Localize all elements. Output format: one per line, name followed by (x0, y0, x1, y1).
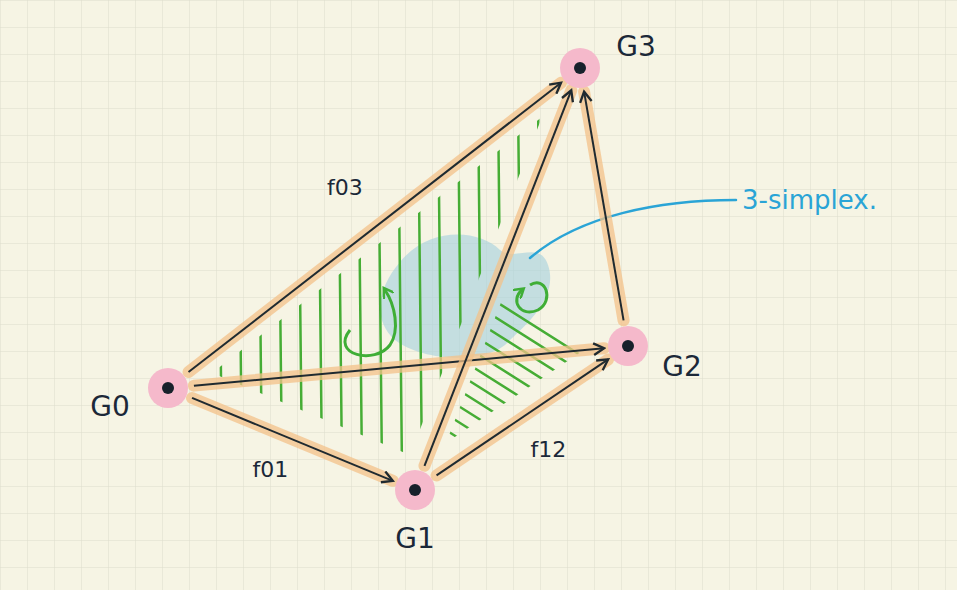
morphism-arrow (584, 92, 623, 321)
vertex-label: G0 (90, 390, 130, 423)
vertex-label: G2 (662, 350, 702, 383)
vertex-label: G1 (395, 522, 435, 555)
face-hatching (430, 260, 620, 590)
vertex-dot (162, 382, 174, 394)
orientation-arrow (517, 283, 547, 312)
orientation-arrow (345, 290, 395, 356)
morphism-arrow (189, 83, 562, 372)
vertex-circle: G2 (608, 326, 648, 366)
vertex-label: G3 (616, 30, 656, 63)
vertex-dot (409, 484, 421, 496)
vertex-dot (574, 62, 586, 74)
vertex-circle: G0 (148, 368, 188, 408)
vertex-dot (622, 340, 634, 352)
vertex-circle: G3 (560, 48, 600, 88)
morphism-arrow (424, 90, 571, 465)
map-label: f12 (530, 437, 566, 462)
map-label: f01 (253, 457, 289, 482)
map-label: f03 (327, 175, 363, 200)
morphism-arrow (192, 398, 393, 481)
annotation: 3-simplex. (742, 185, 877, 215)
volume-blob (380, 235, 550, 358)
morphism-arrow (194, 348, 604, 385)
leader-line (530, 200, 736, 258)
vertex-circle: G1 (395, 470, 435, 510)
